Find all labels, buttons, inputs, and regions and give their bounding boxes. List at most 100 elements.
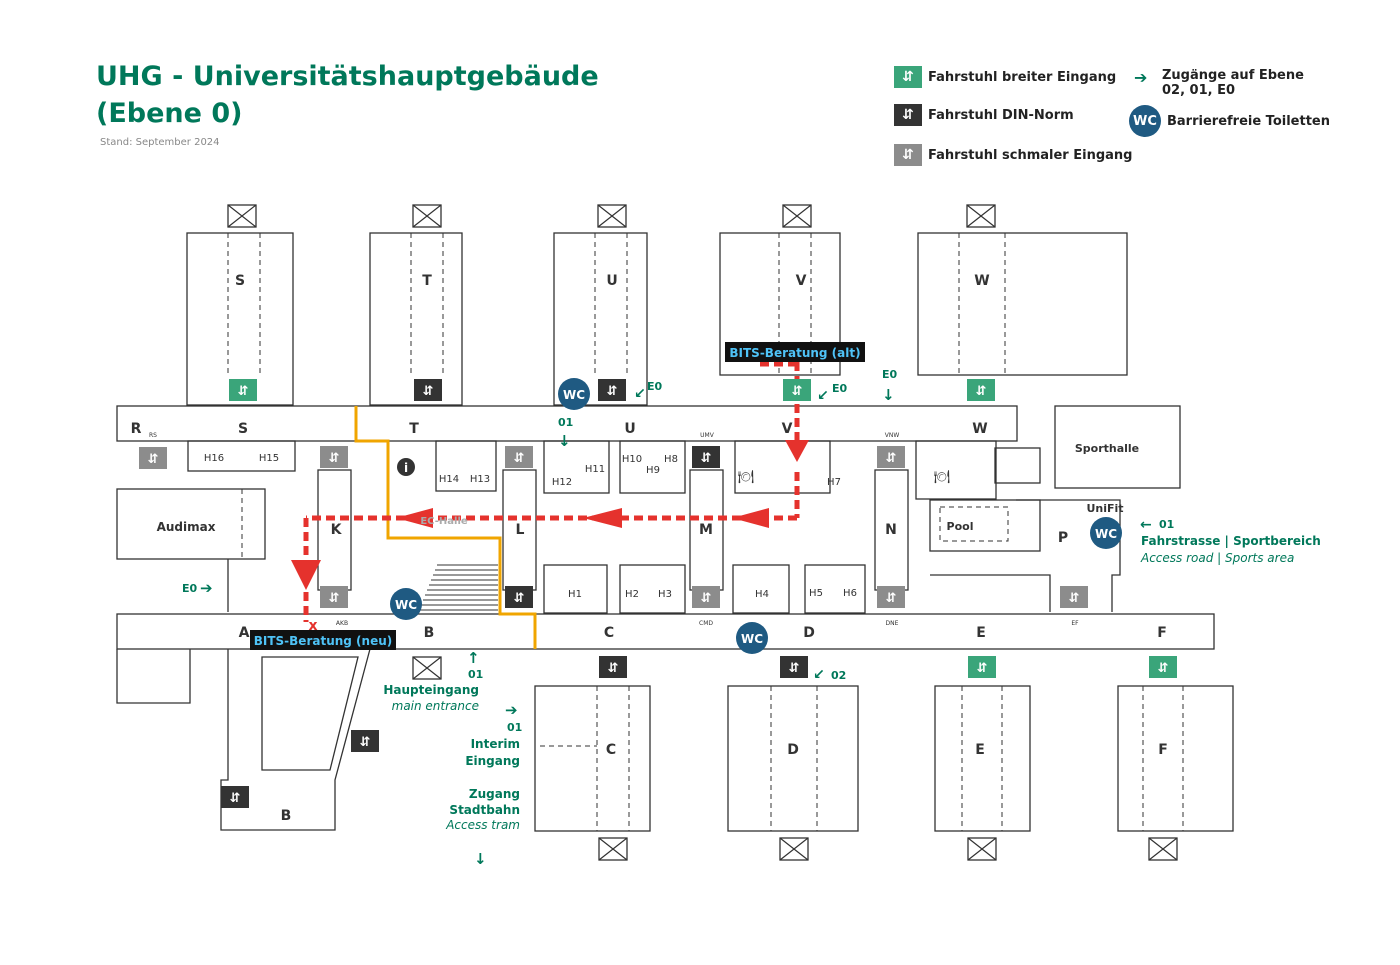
- elevator-icon: [692, 586, 720, 608]
- legend-wc: WC Barrierefreie Toiletten: [1129, 105, 1330, 137]
- svg-text:⇵: ⇵: [514, 591, 525, 606]
- corridor-label: D: [803, 625, 815, 641]
- arrow-icon: ↙: [634, 386, 646, 402]
- arrow-icon: ↙: [817, 388, 829, 404]
- arrow-up-icon: ↑: [467, 649, 480, 667]
- legend-wide-label: Fahrstuhl breiter Eingang: [928, 69, 1117, 85]
- hall-label: H12: [552, 477, 572, 488]
- room-audimax: Audimax: [157, 520, 216, 534]
- svg-text:⇵: ⇵: [886, 451, 897, 466]
- corridor-label: S: [238, 421, 248, 437]
- wing-label: M: [699, 522, 713, 538]
- restaurant-icon: 🍽: [738, 469, 755, 485]
- svg-text:⇵: ⇵: [238, 384, 249, 399]
- legend-narrow-label: Fahrstuhl schmaler Eingang: [928, 147, 1133, 163]
- elevator-icon: [320, 586, 348, 608]
- corridor-label: W: [972, 421, 987, 437]
- svg-text:E0: E0: [182, 582, 198, 595]
- wing-label: F: [1158, 742, 1168, 758]
- svg-text:WC: WC: [741, 632, 763, 646]
- wing-label: P: [1058, 530, 1068, 546]
- svg-text:EF: EF: [1071, 620, 1079, 627]
- svg-text:E0: E0: [832, 382, 848, 395]
- svg-text:⇵: ⇵: [886, 591, 897, 606]
- bits-alt-badge: [725, 342, 865, 362]
- restaurant-icon: 🍽: [934, 469, 951, 485]
- svg-text:⇵: ⇵: [701, 591, 712, 606]
- elevator-icon: [783, 379, 811, 401]
- svg-text:E0: E0: [882, 368, 898, 381]
- svg-text:⇵: ⇵: [608, 661, 619, 676]
- interim-label: Interim: [471, 737, 520, 751]
- title-line-1: UHG - Universitätshauptgebäude: [96, 61, 599, 92]
- svg-text:⇵: ⇵: [148, 452, 159, 467]
- arrow-down-icon: ↓: [882, 386, 895, 404]
- svg-text:RS: RS: [149, 432, 157, 439]
- legend-din-label: Fahrstuhl DIN-Norm: [928, 107, 1074, 123]
- corridor-label: C: [604, 625, 614, 641]
- main-entrance-label: main entrance: [392, 699, 479, 713]
- corridor-label: V: [782, 421, 793, 437]
- svg-text:WC: WC: [395, 598, 417, 612]
- elevator-icon: [139, 447, 167, 469]
- hall-label: H9: [646, 465, 660, 476]
- svg-text:⇵: ⇵: [792, 384, 803, 399]
- arrow-down-icon: ↓: [558, 432, 571, 450]
- elevator-icon: [414, 379, 442, 401]
- legend-access-levels: 02, 01, E0: [1162, 83, 1236, 98]
- svg-text:⇵: ⇵: [977, 661, 988, 676]
- haupteingang-label: Haupteingang: [383, 683, 479, 697]
- hall-label: H11: [585, 464, 605, 475]
- svg-text:AKB: AKB: [336, 620, 348, 627]
- wc-icon: [1090, 517, 1122, 549]
- svg-text:01: 01: [468, 668, 483, 681]
- wc-icon: [558, 378, 590, 410]
- legend-access: ➔ Zugänge auf Ebene 02, 01, E0: [1134, 68, 1304, 98]
- wc-icon: WC: [1129, 105, 1161, 137]
- svg-text:DNE: DNE: [886, 620, 899, 627]
- bits-neu-label: BITS-Beratung (neu): [254, 634, 393, 648]
- arrow-right-icon: ➔: [505, 701, 518, 719]
- elevator-icon: [320, 446, 348, 468]
- wing-label: N: [885, 522, 897, 538]
- svg-text:⇵: ⇵: [514, 451, 525, 466]
- wing-label: K: [331, 522, 343, 538]
- elevator-icon: ⇵: [894, 144, 922, 166]
- arrow-icon: ↙: [813, 667, 825, 683]
- wc-icon: [736, 622, 768, 654]
- location-x-marker: x: [308, 618, 317, 634]
- wing-label: V: [796, 273, 807, 289]
- zugang-label: Zugang: [469, 787, 520, 801]
- title-line-2: (Ebene 0): [96, 98, 243, 129]
- elevator-icon: [351, 730, 379, 752]
- hall-label: H13: [470, 474, 490, 485]
- elevator-icon: [229, 379, 257, 401]
- legend-access-label: Zugänge auf Ebene: [1162, 68, 1304, 83]
- svg-text:⇵: ⇵: [789, 661, 800, 676]
- hall-label: H10: [622, 454, 642, 465]
- svg-text:02: 02: [831, 669, 846, 682]
- corridor-label: F: [1157, 625, 1167, 641]
- svg-text:Stadtbahn: Stadtbahn: [449, 803, 520, 817]
- elevators: [139, 379, 1177, 808]
- corridor-label: R: [131, 421, 142, 437]
- wing-label: T: [422, 273, 432, 289]
- svg-text:⇵: ⇵: [423, 384, 434, 399]
- wing-label: W: [974, 273, 989, 289]
- wing-label: U: [606, 273, 617, 289]
- elevator-icon: [692, 446, 720, 468]
- svg-text:E0: E0: [647, 380, 663, 393]
- legend-wide: ⇵ Fahrstuhl breiter Eingang: [894, 66, 1116, 88]
- svg-text:⇵: ⇵: [1158, 661, 1169, 676]
- wing-label: E: [975, 742, 985, 758]
- room-unifit: UniFit: [1086, 502, 1123, 515]
- hall-label: H7: [827, 477, 841, 488]
- stand-date: Stand: September 2024: [100, 137, 220, 148]
- corridor-label: T: [409, 421, 419, 437]
- wing-label: B: [281, 808, 292, 824]
- elevator-icon: [598, 379, 626, 401]
- hall-label: H15: [259, 453, 279, 464]
- svg-text:⇵: ⇵: [976, 384, 987, 399]
- svg-text:01: 01: [1159, 518, 1174, 531]
